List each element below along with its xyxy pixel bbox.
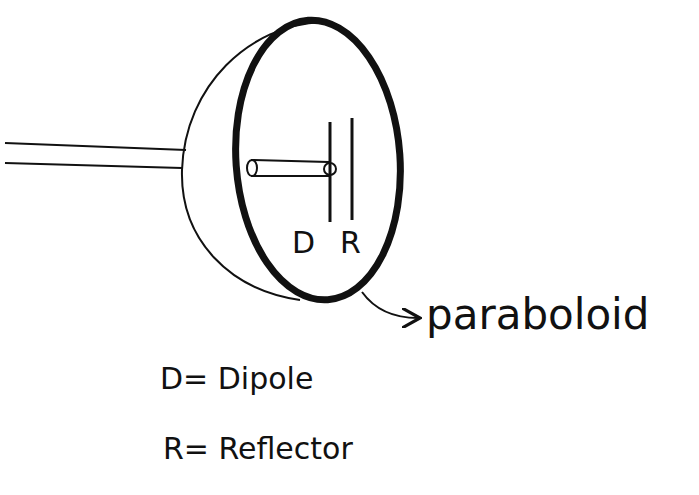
paraboloid-rim <box>226 15 409 306</box>
part-letter: D <box>292 226 315 259</box>
dipole-symbol <box>329 122 332 222</box>
legend-note: R= Reflector <box>163 432 353 465</box>
legend-note: D= Dipole <box>160 362 313 395</box>
feed-rod-end <box>247 160 257 176</box>
feed-line <box>5 143 186 150</box>
part-letter: R <box>340 226 361 259</box>
reflector-symbol <box>351 118 354 220</box>
part-name: paraboloid <box>426 292 649 338</box>
feed-line <box>5 163 182 168</box>
leader-arrow <box>362 292 418 318</box>
feed-rod <box>252 160 328 176</box>
